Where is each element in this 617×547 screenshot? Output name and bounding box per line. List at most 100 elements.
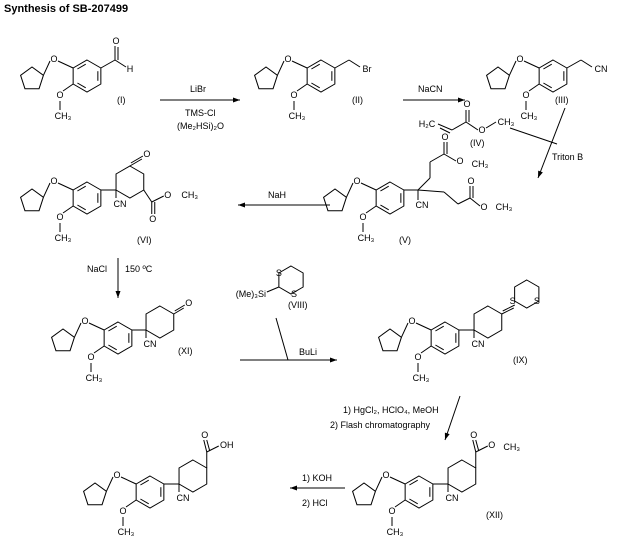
reagent-hgcl2: 1) HgCl₂, HClO₄, MeOH <box>343 405 439 415</box>
label-compound-XI: (XI) <box>178 346 193 356</box>
methyl: CH₃ <box>86 373 103 383</box>
ester-oxygen: O <box>478 125 485 135</box>
bond <box>475 439 480 452</box>
double-bond <box>77 185 86 192</box>
arrow-IV-join <box>509 127 558 145</box>
bond <box>173 307 185 315</box>
reagent-triton-b: Triton B <box>552 152 583 162</box>
label-compound-IV: (IV) <box>470 138 485 148</box>
cyclohexane-ring-final <box>178 459 208 493</box>
methyl: CH₃ <box>498 117 515 127</box>
cyclopentane-ring-XI <box>50 328 76 352</box>
benzene-ring-SB-207499 <box>135 475 165 509</box>
double-bond <box>380 185 389 192</box>
benzene-ring-III <box>538 59 568 93</box>
double-bond <box>108 325 117 332</box>
reagent-buli: BuLi <box>299 347 317 357</box>
carbonyl-oxygen: O <box>470 430 477 440</box>
cyclopentane-ring-IX <box>377 328 403 352</box>
nitrile: CN <box>177 493 190 503</box>
arrow-IX-to-XII <box>444 395 461 441</box>
nitrile: CN <box>144 339 157 349</box>
methyl: CH₃ <box>503 442 520 452</box>
bond <box>100 59 116 69</box>
cyclopentane-ring-III <box>485 66 511 90</box>
bond <box>73 322 82 338</box>
reagent-temp: 150 ºC <box>125 264 153 274</box>
benzene-ring-I <box>72 59 102 93</box>
double-bond <box>77 63 86 70</box>
bond <box>417 177 431 191</box>
bond <box>296 83 308 92</box>
ester-oxygen: O <box>488 440 495 450</box>
dithiane-ring-VIII <box>278 265 304 295</box>
nitrile: CN <box>416 200 429 210</box>
bond <box>88 322 105 331</box>
benzene-ring-XII <box>404 475 434 509</box>
bond <box>580 59 593 68</box>
methyl: CH₃ <box>55 111 72 121</box>
bond <box>394 499 406 508</box>
double-bond <box>108 344 117 351</box>
ester-oxygen: O <box>480 202 487 212</box>
ether-oxygen: O <box>81 316 88 326</box>
aldehyde-h: H <box>127 64 134 74</box>
bond <box>475 445 488 453</box>
bond <box>374 476 383 492</box>
reagent-koh: 1) KOH <box>302 473 332 483</box>
arrow-I-to-II-head <box>233 97 240 103</box>
bond <box>457 197 471 205</box>
reagent-nacn: NaCN <box>418 84 443 94</box>
sulfur: S <box>510 296 516 306</box>
bond <box>57 182 74 191</box>
bond <box>451 121 467 131</box>
methyl: CH₃ <box>181 190 198 200</box>
nitrile: CN <box>472 339 485 349</box>
nitrile: CN <box>446 493 459 503</box>
ether-oxygen: O <box>284 54 291 64</box>
double-bond <box>409 498 418 505</box>
bond <box>129 158 143 167</box>
methyl: CH₃ <box>289 111 306 121</box>
aldehyde-oxygen: O <box>112 36 119 46</box>
carbonyl-oxygen: O <box>441 132 448 142</box>
cyclopentane-ring-SB-207499 <box>82 482 108 506</box>
bond <box>42 182 51 198</box>
bond <box>443 191 459 205</box>
benzene-ring-IX <box>430 321 460 355</box>
nitrile: CN <box>595 64 608 74</box>
double-bond <box>543 82 552 89</box>
double-bond <box>77 204 86 211</box>
methyl: CH₃ <box>118 527 135 537</box>
bond <box>125 499 137 508</box>
methoxy-oxygen: O <box>119 506 126 516</box>
bromine: Br <box>363 64 372 74</box>
methoxy-oxygen: O <box>522 90 529 100</box>
cyclohexane-ring-IX <box>473 305 503 339</box>
bond <box>465 121 479 131</box>
sulfur: S <box>291 289 297 299</box>
reagent-hcl: 2) HCl <box>302 498 328 508</box>
bond <box>420 345 432 354</box>
ketone-oxygen: O <box>143 149 150 159</box>
sulfur: S <box>534 296 540 306</box>
bond <box>130 155 144 164</box>
double-bond <box>435 325 444 332</box>
bond <box>206 445 219 453</box>
methyl: CH₃ <box>496 202 513 212</box>
bond <box>389 476 406 485</box>
benzene-ring-VI <box>72 181 102 215</box>
reagent-silane: (Me₂HSi)₂O <box>177 121 224 131</box>
nitrile: CN <box>114 199 127 209</box>
bond <box>523 60 540 69</box>
bond <box>151 195 164 203</box>
bond <box>508 60 517 76</box>
bond <box>345 182 354 198</box>
carbonyl-oxygen: O <box>467 176 474 186</box>
bond <box>360 182 377 191</box>
benzene-ring-XI <box>103 321 133 355</box>
carbonyl-oxygen: O <box>201 430 208 440</box>
bond <box>472 439 477 453</box>
bond <box>62 205 74 214</box>
